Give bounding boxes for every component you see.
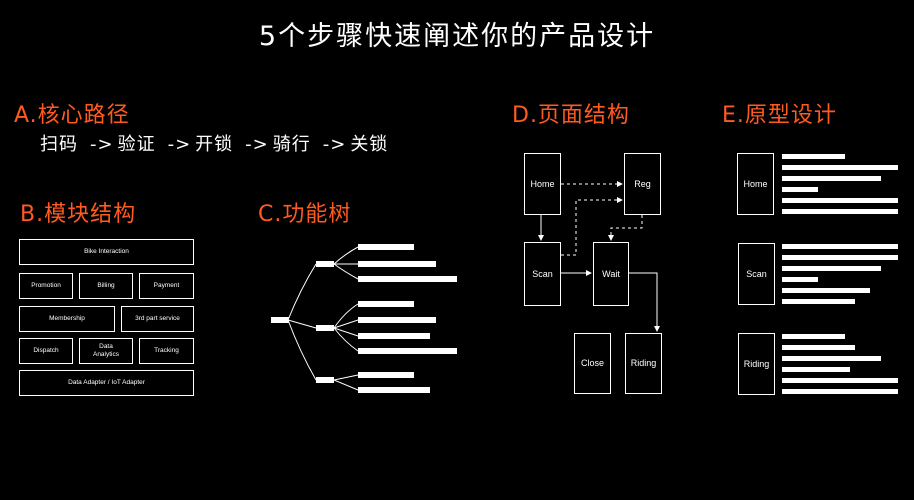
module-data-analytics: Data Analytics: [79, 338, 133, 364]
tree-root-node: [271, 317, 289, 323]
content-line: [782, 154, 845, 159]
content-line: [782, 378, 898, 383]
module-tracking: Tracking: [139, 338, 194, 364]
arrow-icon: ->: [90, 134, 114, 155]
content-line: [782, 345, 855, 350]
core-path-step: 开锁: [195, 134, 234, 155]
tree-leaf: [358, 333, 430, 339]
page-node-riding: Riding: [625, 333, 662, 394]
content-line: [782, 367, 850, 372]
tree-branch-node: [316, 325, 334, 331]
content-line: [782, 244, 898, 249]
tree-branch-node: [316, 261, 334, 267]
content-line: [782, 255, 898, 260]
module-payment: Payment: [139, 273, 194, 299]
core-path: 扫码->验证->开锁->骑行->关锁: [40, 130, 388, 156]
content-line: [782, 356, 881, 361]
section-e-heading: E.原型设计: [722, 103, 837, 128]
tree-leaf: [358, 244, 414, 250]
tree-branch-node: [316, 377, 334, 383]
section-b-heading: B.模块结构: [20, 202, 137, 227]
module-data-adapter: Data Adapter / IoT Adapter: [19, 370, 194, 396]
section-d-heading: D.页面结构: [512, 103, 630, 128]
module-membership: Membership: [19, 306, 115, 332]
content-line: [782, 277, 818, 282]
tree-leaf: [358, 387, 430, 393]
content-line: [782, 288, 870, 293]
core-path-step: 扫码: [40, 134, 78, 155]
module-third-party-service: 3rd part service: [121, 306, 194, 332]
module-billing: Billing: [79, 273, 133, 299]
tree-leaf: [358, 261, 436, 267]
page-node-reg: Reg: [624, 153, 661, 215]
content-line: [782, 165, 898, 170]
tree-leaf: [358, 372, 414, 378]
page-title: 5个步骤快速阐述你的产品设计: [258, 21, 656, 52]
tree-leaf: [358, 276, 457, 282]
core-path-step: 验证: [117, 134, 156, 155]
arrow-icon: ->: [322, 134, 347, 155]
page-node-wait: Wait: [593, 242, 629, 306]
page-node-home: Home: [524, 153, 561, 215]
module-dispatch: Dispatch: [19, 338, 73, 364]
core-path-step: 骑行: [272, 134, 311, 155]
content-line: [782, 299, 855, 304]
tree-leaf: [358, 317, 436, 323]
section-c-heading: C.功能树: [258, 202, 352, 227]
tree-leaf: [358, 301, 414, 307]
content-line: [782, 187, 818, 192]
content-line: [782, 176, 881, 181]
module-promotion: Promotion: [19, 273, 73, 299]
content-line: [782, 389, 898, 394]
arrow-icon: ->: [167, 134, 192, 155]
tree-leaf: [358, 348, 457, 354]
page-node-close: Close: [574, 333, 611, 394]
core-path-step: 关锁: [350, 134, 389, 155]
module-bike-interaction: Bike Interaction: [19, 239, 194, 265]
arrow-icon: ->: [245, 134, 269, 155]
prototype-screen-riding: Riding: [738, 333, 775, 395]
content-line: [782, 266, 881, 271]
page-node-scan: Scan: [524, 242, 561, 306]
prototype-screen-scan: Scan: [738, 243, 775, 305]
content-line: [782, 209, 898, 214]
section-a-heading: A.核心路径: [14, 103, 130, 128]
content-line: [782, 198, 898, 203]
prototype-screen-home: Home: [737, 153, 774, 215]
content-line: [782, 334, 845, 339]
